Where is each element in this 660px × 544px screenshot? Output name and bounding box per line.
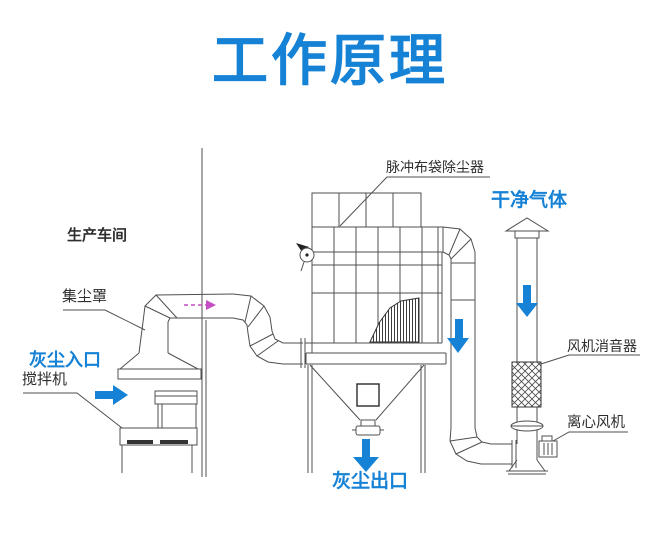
outlet-duct-drawing: [442, 226, 517, 468]
workshop-wall-line: [201, 148, 207, 477]
duct-down-arrow-icon: [447, 319, 469, 353]
collector-label: 脉冲布袋除尘器: [386, 159, 484, 175]
inlet-duct-drawing: [142, 293, 312, 368]
centrifugal-fan-motor-icon: [538, 435, 558, 458]
centrifugal-fan-label: 离心风机: [567, 415, 625, 431]
hopper-drawing: [307, 364, 426, 473]
pulse-valve-icon: [296, 243, 315, 272]
dust-inlet-arrow-icon: [95, 385, 128, 405]
fan-silencer-label: 风机消音器: [567, 338, 637, 354]
silencer-pipe-drawing: [504, 217, 558, 475]
clean-gas-label: 干净气体: [491, 190, 568, 211]
chimney-cap-icon: [504, 217, 550, 239]
mixer-drawing: [119, 390, 198, 473]
dust-outlet-arrow-icon: [353, 439, 379, 472]
mixer-label: 搅拌机: [22, 371, 68, 388]
dust-outlet-label: 灰尘出口: [332, 471, 409, 492]
dust-hood-drawing: [117, 321, 202, 380]
chimney-down-arrow-icon: [516, 285, 538, 317]
dust-inlet-label: 灰尘入口: [29, 350, 101, 370]
label-leader-lines: [23, 176, 640, 442]
page-title: 工作原理: [212, 29, 448, 92]
workshop-label: 生产车间: [67, 227, 128, 244]
dust-collector-drawing: [296, 192, 447, 365]
fan-silencer-drawing: [511, 361, 542, 408]
flow-direction-arrow-icon: [184, 300, 216, 310]
dust-hood-label: 集尘罩: [62, 288, 108, 305]
